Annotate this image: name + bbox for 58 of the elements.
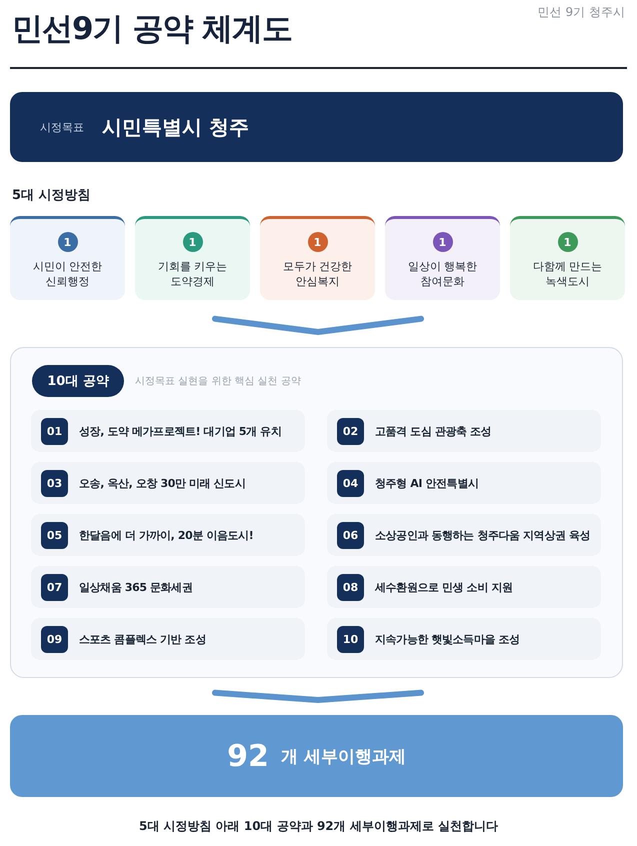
title: 민선9기 공약 체계도	[12, 10, 292, 49]
pledge-row	[327, 566, 601, 608]
number-badge: 03	[41, 470, 68, 496]
policy-text: 기회를 키우는 도약경제	[156, 259, 228, 289]
policy-text: 일상이 행복한 참여문화	[406, 259, 478, 289]
pledge-text: 일상채움 365 문화세권	[79, 580, 192, 594]
number-badge: 06	[337, 522, 364, 548]
number-badge: 09	[41, 626, 68, 652]
policy-card	[260, 216, 375, 300]
pledge-row	[327, 514, 601, 556]
pledge-row	[31, 618, 305, 660]
pledge-row	[31, 410, 305, 452]
number-badge: 1	[432, 232, 452, 252]
pledge-text: 고품격 도심 관광축 조성	[375, 424, 492, 438]
pledge-text: 세수환원으로 민생 소비 지원	[375, 580, 512, 594]
pledge-row	[31, 514, 305, 556]
policy-card	[10, 216, 125, 300]
policy-card	[135, 216, 250, 300]
number-badge: 02	[337, 418, 364, 444]
task-count: 92	[227, 738, 269, 774]
pledge-text: 오송, 옥산, 오창 30만 미래 신도시	[79, 476, 246, 490]
task-text: 개 세부이행과제	[280, 746, 406, 768]
goal-label: 시정목표	[40, 120, 84, 134]
section-heading: 5대 시정방침	[12, 187, 91, 204]
pledge-text: 성장, 도약 메가프로젝트! 대기업 5개 유치	[79, 424, 282, 438]
number-badge: 10	[337, 626, 364, 652]
policy-card	[510, 216, 625, 300]
number-badge: 07	[41, 574, 68, 600]
policy-card	[385, 216, 500, 300]
caption: 5대 시정방침 아래 10대 공약과 92개 세부이행과제로 실천합니다	[138, 818, 499, 835]
goal-text: 시민특별시 청주	[102, 114, 249, 140]
policy-text: 다함께 만드는 녹색도시	[532, 259, 604, 289]
pledge-text: 소상공인과 동행하는 청주다움 지역상권 육성	[375, 528, 590, 542]
pledge-row	[327, 410, 601, 452]
number-badge: 1	[308, 232, 328, 252]
policy-text: 시민이 안전한 신뢰행정	[32, 259, 104, 289]
pledge-text: 한달음에 더 가까이, 20분 이음도시!	[79, 528, 254, 542]
number-badge: 01	[41, 418, 68, 444]
number-badge: 1	[58, 232, 78, 252]
goal-banner	[10, 92, 623, 162]
pledge-row	[327, 462, 601, 504]
panel-subtitle: 시정목표 실현을 위한 핵심 실천 공약	[135, 375, 301, 388]
pledge-panel	[10, 347, 623, 678]
pledge-pill: 10대 공약	[32, 365, 124, 397]
pledge-row	[31, 462, 305, 504]
policy-text: 모두가 건강한 안심복지	[282, 259, 354, 289]
number-badge: 04	[337, 470, 364, 496]
number-badge: 1	[558, 232, 578, 252]
task-banner	[10, 715, 623, 797]
number-badge: 08	[337, 574, 364, 600]
pledge-text: 스포츠 콤플렉스 기반 조성	[79, 632, 206, 646]
pledge-row	[327, 618, 601, 660]
pledge-row	[31, 566, 305, 608]
number-badge: 05	[41, 522, 68, 548]
corner-label: 민선 9기 청주시	[538, 4, 625, 21]
pledge-text: 지속가능한 햇빛소득마을 조성	[375, 632, 520, 646]
pledge-text: 청주형 AI 안전특별시	[375, 476, 478, 490]
number-badge: 1	[182, 232, 202, 252]
